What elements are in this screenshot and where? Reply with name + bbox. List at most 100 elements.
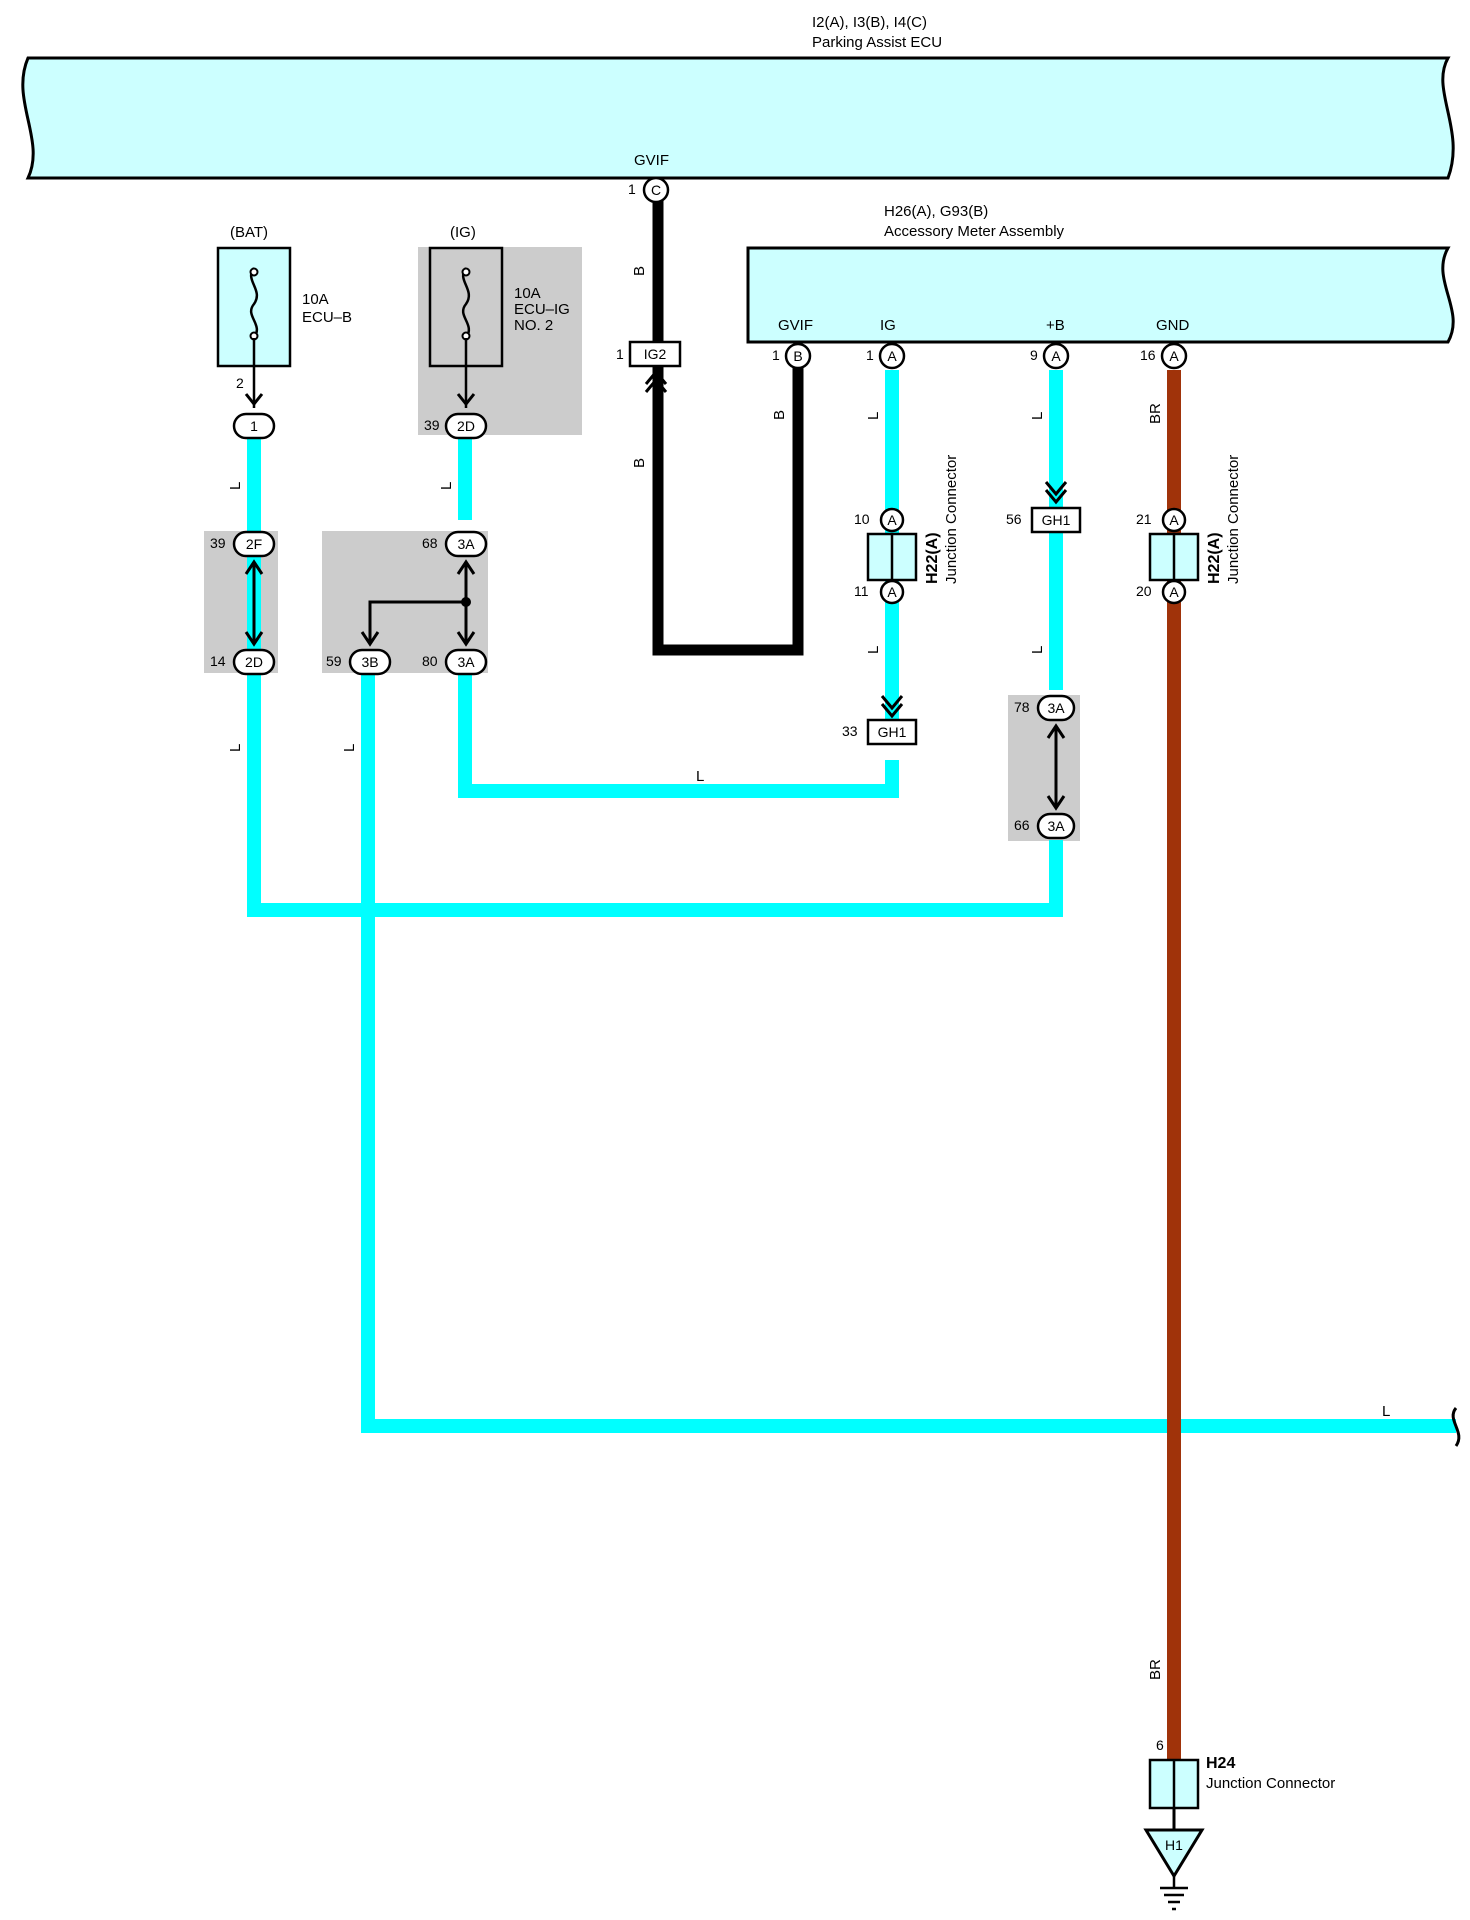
wire-label-b-2: B xyxy=(631,458,648,468)
connector-14-2d-label: 2D xyxy=(245,654,263,670)
connector-gh1-56-label: GH1 xyxy=(1042,512,1071,528)
jc2-bot-num: 20 xyxy=(1136,583,1152,599)
wire-label-l-10: L xyxy=(1382,1403,1390,1420)
meter-pin-gvif-num: 1 xyxy=(772,347,780,363)
accessory-meter-body xyxy=(746,246,1455,344)
fuse-bat-source: (BAT) xyxy=(230,224,268,241)
double-arrow-down-icon xyxy=(1044,481,1068,505)
ecu-name: Parking Assist ECU xyxy=(812,34,942,51)
arrow-icon xyxy=(456,393,476,407)
jc1-name: Junction Connector xyxy=(943,455,960,584)
connector-39-2d xyxy=(444,412,488,440)
wire-l-ig-loop xyxy=(458,672,899,798)
fuse-ig-rating: 10A xyxy=(514,285,541,302)
connector-ig2-label: IG2 xyxy=(644,346,667,362)
connector-80-3a-num: 80 xyxy=(422,653,438,669)
wire-label-l-6: L xyxy=(865,412,882,420)
meter-pin-gnd-num: 16 xyxy=(1140,347,1156,363)
fuse-ig-element xyxy=(461,267,471,339)
wire-label-br-2: BR xyxy=(1147,1659,1164,1680)
ground-icon xyxy=(1160,1886,1188,1911)
meter-pin-ig-conn: A xyxy=(887,348,897,364)
jc1-bot-conn: A xyxy=(887,584,897,600)
connector-gh1-56-num: 56 xyxy=(1006,511,1022,527)
arrow-up-icon xyxy=(456,559,476,575)
connector-78-3a xyxy=(1036,694,1076,722)
meter-name: Accessory Meter Assembly xyxy=(884,223,1065,240)
h24-pin: 6 xyxy=(1156,1737,1164,1753)
fuse-ig-name2: NO. 2 xyxy=(514,317,553,334)
arrow-up-icon xyxy=(1046,723,1066,739)
jc1-top-pin xyxy=(879,507,905,533)
arrow-down-icon xyxy=(244,631,264,647)
meter-terminal-gvif: GVIF xyxy=(778,317,813,334)
ecu-codes: I2(A), I3(B), I4(C) xyxy=(812,14,927,31)
jc2-bot-pin xyxy=(1161,579,1187,605)
meter-terminal-ig: IG xyxy=(880,317,896,334)
connector-39-2f-num: 39 xyxy=(210,535,226,551)
connector-66-3a xyxy=(1036,812,1076,840)
connector-ig2-num: 1 xyxy=(616,346,624,362)
jc1-top-conn: A xyxy=(887,512,897,528)
connector-59-3b-num: 59 xyxy=(326,653,342,669)
arrow-down-icon xyxy=(360,631,380,647)
wire-label-l-5: L xyxy=(696,768,704,785)
connector-39-2f-label: 2F xyxy=(246,536,262,552)
jc1-top-num: 10 xyxy=(854,511,870,527)
fuse-ig-name: ECU–IG xyxy=(514,301,570,318)
jc1-bot-pin xyxy=(879,579,905,605)
connector-68-3a-num: 68 xyxy=(422,535,438,551)
arrow-down-icon xyxy=(456,631,476,647)
connector-1 xyxy=(232,412,276,440)
wire-b-gvif xyxy=(652,190,804,656)
connector-68-3a-label: 3A xyxy=(457,536,475,552)
meter-codes: H26(A), G93(B) xyxy=(884,203,988,220)
connector-68-3a xyxy=(444,530,488,558)
h24-name: Junction Connector xyxy=(1206,1775,1335,1792)
connector-39-2d-label: 2D xyxy=(457,418,475,434)
wire-label-l-2: L xyxy=(438,482,455,490)
wire-break-mark xyxy=(1451,1407,1461,1447)
connector-gh1-33-label: GH1 xyxy=(878,724,907,740)
meter-pin-b-conn: A xyxy=(1051,348,1061,364)
connector-14-2d xyxy=(232,648,276,676)
connector-66-3a-label: 3A xyxy=(1047,818,1065,834)
wire-label-l-7: L xyxy=(865,646,882,654)
connector-gh1-56 xyxy=(1030,506,1082,534)
meter-pin-b-num: 9 xyxy=(1030,347,1038,363)
meter-pin-gnd xyxy=(1160,342,1188,370)
meter-pin-gvif xyxy=(784,342,812,370)
wire-color-labels: L L L L L L L L L L B B B BR BR xyxy=(227,266,1390,1680)
meter-terminal-gnd: GND xyxy=(1156,317,1190,334)
wire-label-b-1: B xyxy=(631,266,648,276)
arrow-down-icon xyxy=(1046,795,1066,811)
jc2-top-num: 21 xyxy=(1136,511,1152,527)
jc2-top-pin xyxy=(1161,507,1187,533)
wire-label-br-1: BR xyxy=(1147,403,1164,424)
ground-h1 xyxy=(1143,1828,1205,1879)
wire-label-b-3: B xyxy=(771,410,788,420)
jc1-bot-num: 11 xyxy=(854,583,869,599)
wire-label-l-3: L xyxy=(227,744,244,752)
wire-label-l-1: L xyxy=(227,482,244,490)
meter-pin-ig-num: 1 xyxy=(866,347,874,363)
fuse-bat-pin: 2 xyxy=(236,375,244,391)
meter-pin-gvif-conn: B xyxy=(793,348,802,364)
connector-14-2d-num: 14 xyxy=(210,653,226,669)
arrow-icon xyxy=(244,393,264,407)
wire-l-long xyxy=(361,672,1456,1433)
meter-pin-ig xyxy=(878,342,906,370)
connector-ig2 xyxy=(628,340,682,368)
meter-pin-b-plus xyxy=(1042,342,1070,370)
ecu-terminal-label: GVIF xyxy=(634,152,669,169)
jc2-code: H22(A) xyxy=(1206,532,1223,584)
fuse-bat-name: ECU–B xyxy=(302,309,352,326)
ecu-pin-conn: C xyxy=(651,182,661,198)
ground-h1-label: H1 xyxy=(1165,1837,1183,1853)
meter-terminal-b-plus: +B xyxy=(1046,317,1065,334)
connector-78-3a-num: 78 xyxy=(1014,699,1030,715)
ecu-pin-connector xyxy=(642,176,670,204)
double-arrow-down-icon xyxy=(880,695,904,719)
connector-66-3a-num: 66 xyxy=(1014,817,1030,833)
connector-gh1-33 xyxy=(866,718,918,746)
